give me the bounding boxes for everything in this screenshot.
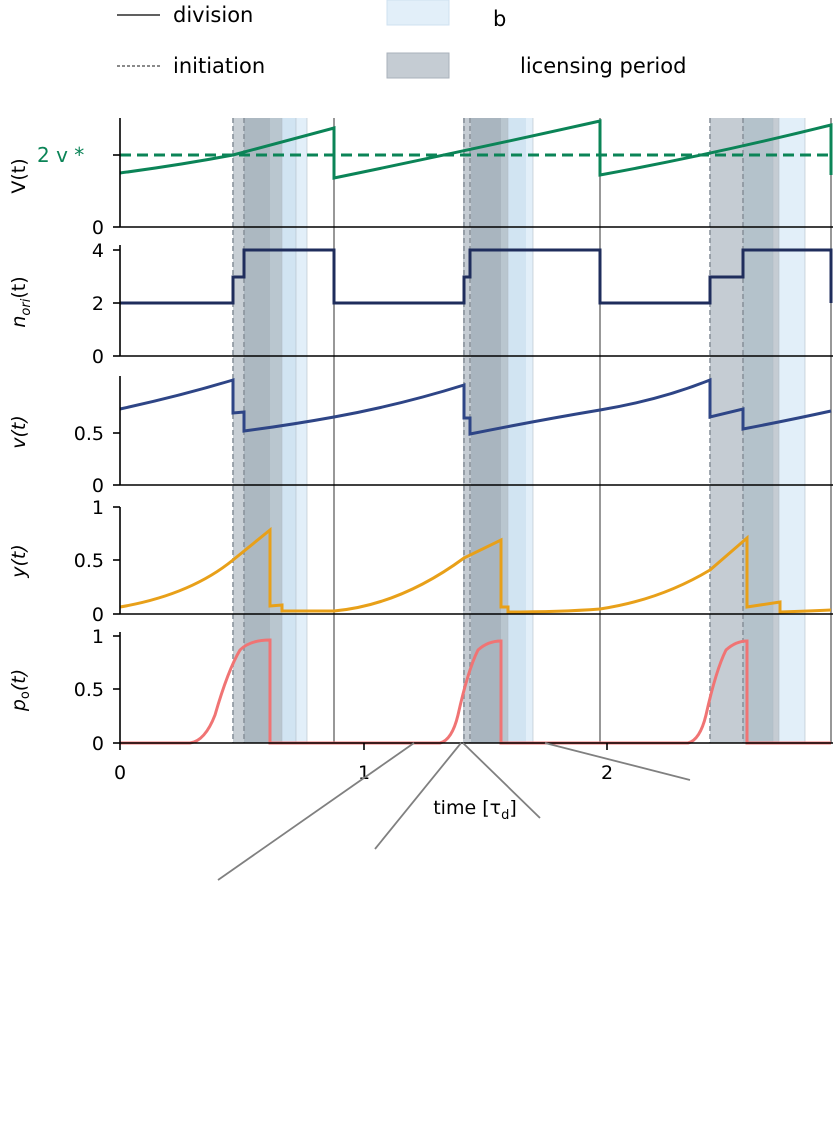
licensing-band-tail (501, 118, 508, 743)
ytick: 0.5 (74, 550, 104, 572)
ytick: 0.5 (74, 423, 104, 445)
annotation-lines (217, 742, 691, 881)
ytick: 0 (92, 604, 104, 626)
division-lines (333, 118, 832, 743)
panel-p-o: 1 0.5 0 po(t) 0 1 2 (8, 626, 833, 784)
panel-v: 0.5 0 v(t) (8, 376, 833, 497)
panel1-ylabel: V(t) (8, 158, 30, 193)
panel4-ylabel: y(t) (8, 544, 30, 579)
ytick: 1 (92, 626, 104, 648)
legend-b-label: b (493, 7, 506, 31)
licensing-band-tail (270, 118, 282, 743)
ytick: 0.5 (74, 679, 104, 701)
legend-division-label: division (173, 3, 253, 27)
b-band-light (296, 118, 307, 743)
p-o-series (120, 638, 831, 745)
b-band (282, 118, 296, 743)
legend: division initiation b licensing period (117, 0, 686, 79)
panel3-ylabel: v(t) (8, 415, 30, 449)
V-series (119, 119, 833, 180)
n-ori-series (120, 248, 833, 305)
ytick: 0 (92, 475, 104, 497)
xtick: 2 (601, 762, 613, 784)
legend-b-swatch (386, 0, 450, 26)
ytick: 4 (92, 240, 104, 262)
ytick: 0 (92, 217, 104, 239)
licensing-band (710, 118, 743, 743)
legend-initiation-label: initiation (173, 54, 265, 78)
panel-V: 2 v * 0 V(t) (8, 118, 833, 239)
xtick: 0 (114, 762, 126, 784)
x-axis-label: time [τd] (433, 797, 517, 823)
panel-n-ori: 4 2 0 nori(t) (8, 240, 833, 368)
b-band-light (526, 118, 533, 743)
legend-licensing-label: licensing period (520, 54, 686, 78)
licensing-band-tail (773, 118, 779, 743)
ref-line-label: 2 v * (37, 143, 84, 167)
ytick: 0 (92, 346, 104, 368)
ytick: 2 (92, 293, 104, 315)
ytick: 1 (92, 497, 104, 519)
legend-licensing-swatch (386, 52, 450, 79)
panel-y: 1 0.5 0 y(t) (8, 497, 833, 626)
ytick: 0 (92, 733, 104, 755)
b-band-light (779, 118, 805, 743)
panel5-ylabel: po(t) (8, 669, 33, 712)
panel2-ylabel: nori(t) (8, 276, 34, 327)
v-series (119, 377, 832, 436)
b-band (508, 118, 526, 743)
y-series (119, 526, 832, 614)
licensing-band (463, 118, 471, 743)
event-bands (233, 118, 806, 743)
xtick: 1 (358, 762, 370, 784)
licensing-band-overlap (743, 118, 773, 743)
